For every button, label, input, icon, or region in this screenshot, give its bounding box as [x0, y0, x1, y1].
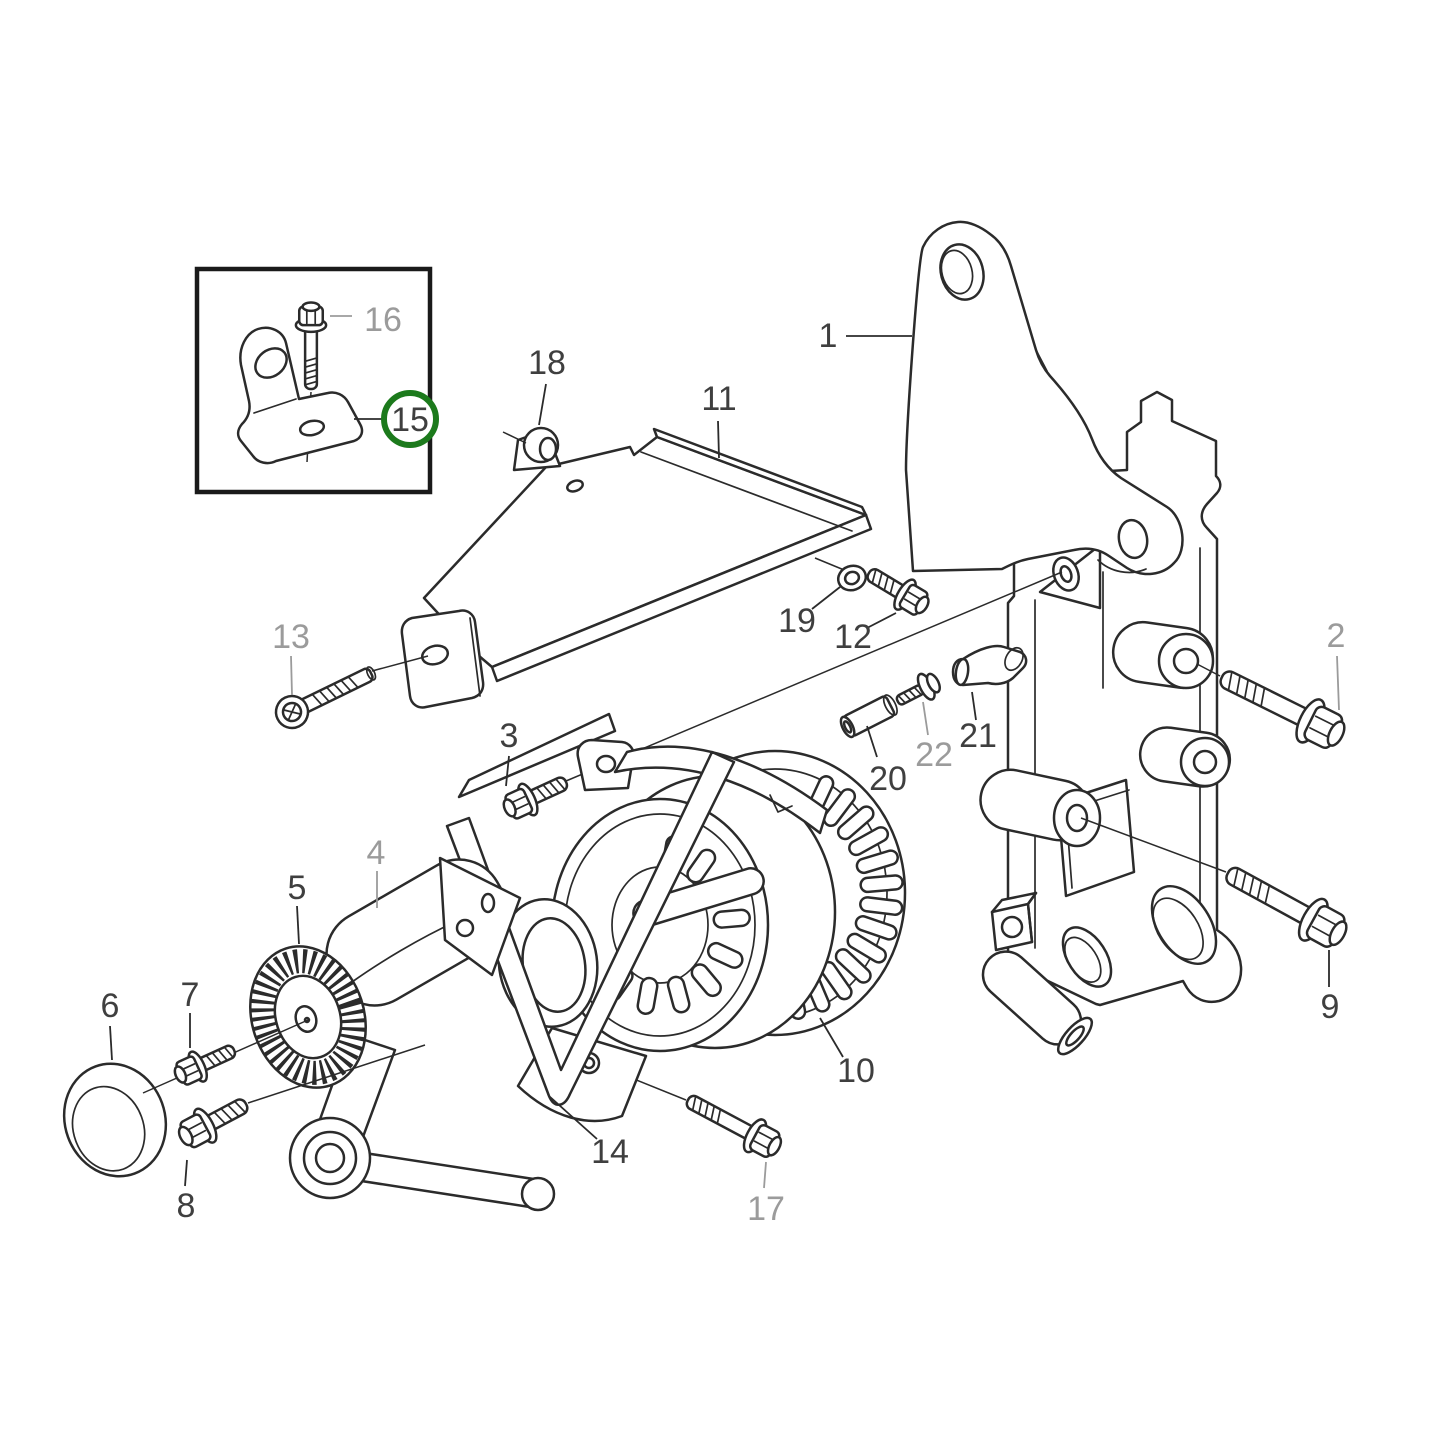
bracket-oval-hole: [1139, 875, 1229, 975]
bracket-boss-middle: [1137, 724, 1234, 790]
bolt-16: [294, 301, 328, 391]
callout-10: 10: [837, 1052, 875, 1090]
callout-4: 4: [367, 834, 386, 872]
bracket-part-15: [238, 328, 362, 463]
callout-9: 9: [1321, 988, 1340, 1026]
bolt2-axis-line: [1196, 663, 1221, 677]
belt-top-segment: [459, 714, 615, 797]
callout-19: 19: [778, 602, 816, 640]
callout-22: 22: [915, 736, 953, 774]
callout-8: 8: [177, 1187, 196, 1225]
bolt-7: [168, 1034, 242, 1093]
spacer-sleeve-20: [838, 693, 900, 739]
callout-12: 12: [834, 618, 872, 656]
callout-17: 17: [747, 1190, 785, 1228]
tensioner-hub: [290, 1118, 370, 1198]
bolt-8: [170, 1086, 257, 1157]
elbow-fitting-21: [953, 645, 1027, 686]
callout-18: 18: [528, 344, 566, 382]
bolt-2: [1209, 654, 1354, 760]
callout-5: 5: [288, 869, 307, 907]
plate-mounting-tab: [402, 611, 483, 708]
callout-16: 16: [364, 301, 402, 339]
highlight-circle: [381, 390, 439, 448]
bracket-boss-bottom: [974, 942, 1098, 1059]
callout-1: 1: [819, 317, 838, 355]
bolt8-axis-line: [247, 1044, 426, 1104]
socket-screw-13: [271, 658, 382, 734]
callout-14: 14: [591, 1133, 629, 1171]
callout-7: 7: [181, 976, 200, 1014]
callout-20: 20: [869, 760, 907, 798]
heat-shield-plate: [402, 428, 871, 707]
bolt9-axis-line: [1080, 817, 1227, 873]
highlighted-callout-15: 15: [381, 390, 439, 448]
callout-3: 3: [500, 717, 519, 755]
tensioner-arm-end: [522, 1178, 554, 1210]
screw-with-washer-22: [891, 668, 944, 713]
bracket-boss-top: [1109, 618, 1216, 691]
tensioner-mount-plate: [440, 858, 520, 975]
leader-lines: [109, 315, 1340, 1189]
detail-inset-box: [194, 266, 433, 495]
bolt3-axis-line: [565, 571, 1063, 782]
callout-2: 2: [1327, 617, 1346, 655]
detail-inset: [194, 266, 433, 495]
alternator-bracket-part1: [906, 222, 1182, 574]
bushing18-axis-line: [502, 431, 527, 444]
bolt-9: [1215, 851, 1357, 959]
bracket1-lug-hole: [1116, 518, 1150, 560]
callout-15: 15: [391, 401, 429, 439]
tensioner-pulley: [232, 931, 383, 1103]
bolt13-axis-line: [371, 655, 429, 672]
bracket1-top-hole: [934, 240, 989, 305]
cap-6: [49, 1049, 182, 1190]
bracket-nut-block: [992, 893, 1036, 950]
spacer-bushing-18: [524, 428, 558, 462]
callout-6: 6: [101, 987, 120, 1025]
callout-11: 11: [701, 380, 736, 418]
belt-tensioner: [232, 843, 554, 1210]
callout-labels: 1 2 3 4 5 6 7 8 9 10 11 12 13 14 16 17 1…: [101, 301, 1346, 1228]
bracket-ear-lug: [1040, 545, 1100, 608]
callout-13: 13: [272, 618, 310, 656]
bracket-boss-left: [975, 764, 1100, 846]
washer-19: [835, 562, 870, 594]
callout-21: 21: [959, 717, 997, 755]
bolt-17: [678, 1082, 789, 1166]
